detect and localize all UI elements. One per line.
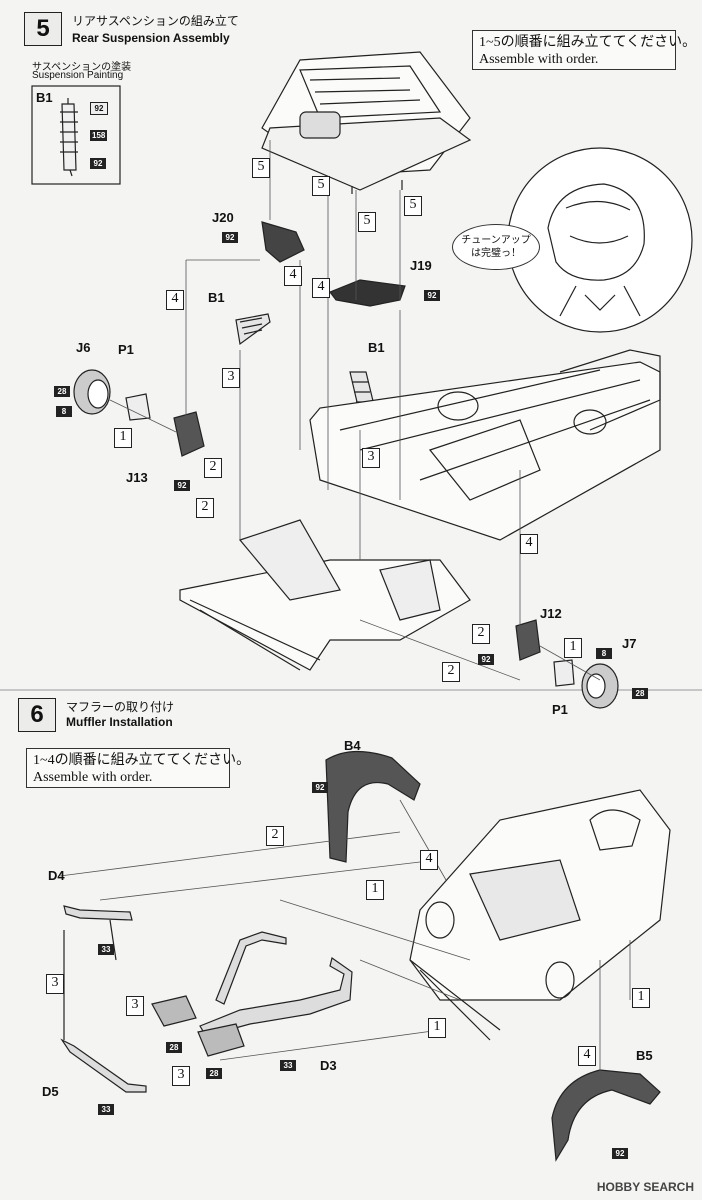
order-mark: 5 [252, 158, 270, 178]
part-label: D5 [42, 1084, 59, 1099]
order-note-jp: 1~4の順番に組み立ててください。 [33, 753, 251, 768]
part-label: P1 [118, 342, 134, 357]
step-number: 5 [24, 12, 62, 46]
part-label: J13 [126, 470, 148, 485]
paint-code: 33 [98, 1104, 114, 1115]
order-mark: 4 [312, 278, 330, 298]
step-title-en: Rear Suspension Assembly [72, 31, 230, 45]
paint-code: 8 [56, 406, 72, 417]
paint-code: 92 [90, 102, 108, 115]
paint-code: 92 [90, 158, 106, 169]
paint-code: 158 [90, 130, 108, 141]
paint-code: 8 [596, 648, 612, 659]
part-label: J7 [622, 636, 637, 651]
part-label: B5 [636, 1048, 653, 1063]
order-mark: 4 [578, 1046, 596, 1066]
speech-line: は完璧っ！ [471, 248, 521, 259]
order-mark: 1 [114, 428, 132, 448]
part-label: J6 [76, 340, 91, 355]
part-label: P1 [552, 702, 568, 717]
order-mark: 5 [358, 212, 376, 232]
paint-code: 33 [98, 944, 114, 955]
order-note: 1~5の順番に組み立ててください。 Assemble with order. [472, 30, 697, 70]
part-label: B1 [208, 290, 225, 305]
step-title-jp: マフラーの取り付け [66, 700, 175, 714]
part-label: D4 [48, 868, 65, 883]
order-mark: 2 [204, 458, 222, 478]
order-mark: 4 [420, 850, 438, 870]
painting-title-en: Suspension Painting [32, 70, 124, 81]
character-speech-bubble: チューンアップ は完璧っ！ [452, 224, 540, 270]
paint-code: 92 [478, 654, 494, 665]
painting-part-label: B1 [36, 90, 53, 105]
paint-code: 28 [206, 1068, 222, 1079]
watermark: HOBBY SEARCH [596, 1180, 694, 1194]
order-note-en: Assemble with order. [479, 52, 599, 67]
painting-title-jp: サスペンションの塗装 [32, 62, 132, 73]
paint-code: 92 [612, 1148, 628, 1159]
order-mark: 2 [266, 826, 284, 846]
order-mark: 2 [196, 498, 214, 518]
paint-code: 92 [424, 290, 440, 301]
part-label: B1 [368, 340, 385, 355]
part-label: J20 [212, 210, 234, 225]
order-mark: 5 [312, 176, 330, 196]
part-label: J12 [540, 606, 562, 621]
order-mark: 3 [172, 1066, 190, 1086]
order-mark: 3 [126, 996, 144, 1016]
paint-code: 92 [174, 480, 190, 491]
order-note-en: Assemble with order. [33, 770, 153, 785]
order-mark: 4 [166, 290, 184, 310]
order-mark: 4 [520, 534, 538, 554]
order-mark: 3 [222, 368, 240, 388]
order-mark: 1 [366, 880, 384, 900]
speech-line: チューンアップ [461, 235, 531, 246]
paint-code: 28 [632, 688, 648, 699]
order-mark: 2 [472, 624, 490, 644]
order-mark: 1 [428, 1018, 446, 1038]
order-mark: 5 [404, 196, 422, 216]
paint-code: 92 [312, 782, 328, 793]
part-label: B4 [344, 738, 361, 753]
order-mark: 1 [564, 638, 582, 658]
order-mark: 4 [284, 266, 302, 286]
part-label: J19 [410, 258, 432, 273]
order-mark: 3 [362, 448, 380, 468]
paint-code: 28 [166, 1042, 182, 1053]
order-mark: 3 [46, 974, 64, 994]
paint-code: 33 [280, 1060, 296, 1071]
step-title-en: Muffler Installation [66, 715, 173, 729]
step-title-jp: リアサスペンションの組み立て [72, 14, 239, 28]
paint-code: 28 [54, 386, 70, 397]
part-label: D3 [320, 1058, 337, 1073]
order-note-jp: 1~5の順番に組み立ててください。 [479, 35, 697, 50]
order-note: 1~4の順番に組み立ててください。 Assemble with order. [26, 748, 251, 788]
order-mark: 1 [632, 988, 650, 1008]
paint-code: 92 [222, 232, 238, 243]
step-number: 6 [18, 698, 56, 732]
order-mark: 2 [442, 662, 460, 682]
